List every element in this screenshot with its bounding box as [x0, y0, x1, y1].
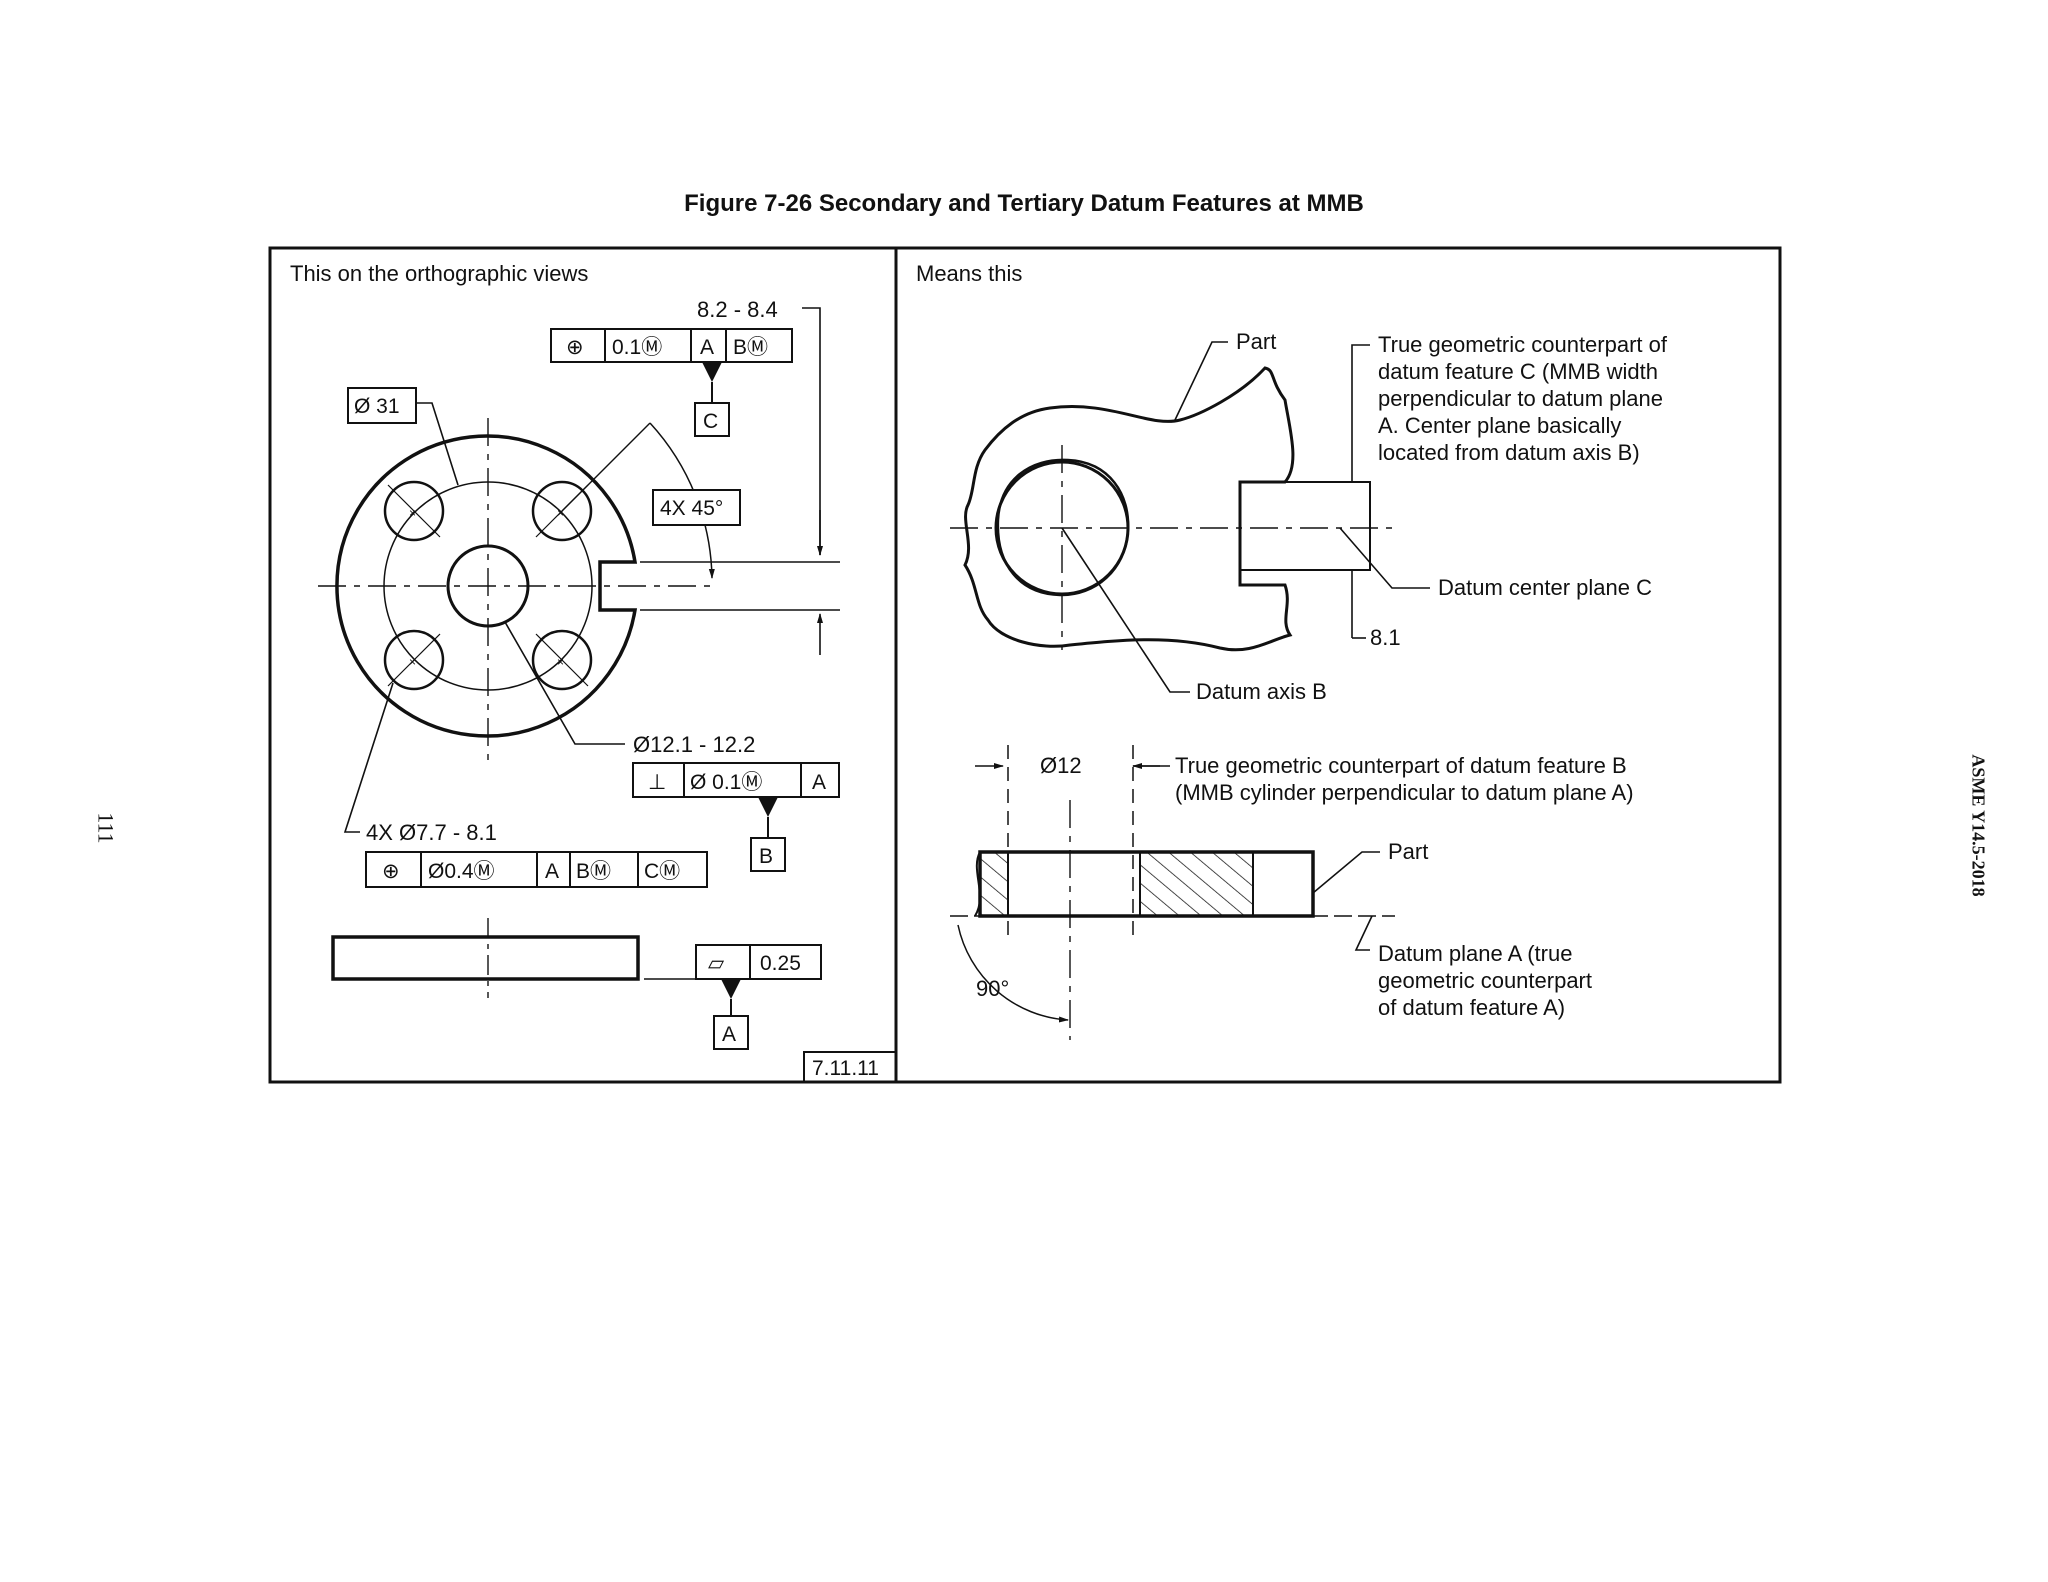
counterpart-c-line1: True geometric counterpart of: [1378, 332, 1668, 357]
fcf-top-datum-a: A: [700, 336, 714, 359]
plane-a-line3: of datum feature A): [1378, 995, 1565, 1020]
fcf-holes-datum-c: CⓂ: [644, 860, 680, 883]
counterpart-c-line3: perpendicular to datum plane: [1378, 386, 1663, 411]
counterpart-c-line2: datum feature C (MMB width: [1378, 359, 1658, 384]
outer-dia-label: Ø 31: [354, 395, 400, 418]
holes-dia-label: 4X Ø7.7 - 8.1: [366, 820, 497, 845]
datum-c-box: [694, 402, 730, 437]
right-panel: Means this Part True geometric counterpa…: [916, 261, 1668, 1040]
fcf-perp-symbol: ⊥: [648, 771, 666, 794]
plane-a-line2: geometric counterpart: [1378, 968, 1592, 993]
datum-c-label: C: [703, 410, 718, 433]
left-panel: This on the orthographic views ⊕ 0.1Ⓜ A …: [290, 261, 897, 1083]
svg-text:×: ×: [409, 506, 416, 520]
left-panel-heading: This on the orthographic views: [290, 261, 588, 286]
bore-dia-label: Ø12.1 - 12.2: [633, 732, 755, 757]
fcf-flatness: ▱ 0.25: [695, 944, 822, 980]
fcf-perp-tolerance: Ø 0.1Ⓜ: [690, 771, 762, 794]
fcf-position-top: ⊕ 0.1Ⓜ A BⓂ: [550, 328, 793, 363]
right-panel-heading: Means this: [916, 261, 1022, 286]
side-view-part: [331, 935, 640, 981]
fcf-holes-datum-a: A: [545, 860, 559, 883]
figure-frame: [268, 246, 1782, 1084]
counterpart-c-line4: A. Center plane basically: [1378, 413, 1621, 438]
part-label-top: Part: [1236, 329, 1276, 354]
fcf-top-tolerance: 0.1Ⓜ: [612, 336, 662, 359]
center-plane-c-label: Datum center plane C: [1438, 575, 1652, 600]
fcf-holes-datum-b: BⓂ: [576, 860, 611, 883]
fcf-holes-symbol: ⊕: [382, 860, 400, 883]
fcf-perpendicularity: ⊥ Ø 0.1Ⓜ A: [632, 762, 840, 798]
part-label-section: Part: [1388, 839, 1428, 864]
angle-label: 4X 45°: [660, 497, 723, 520]
plane-a-line1: Datum plane A (true: [1378, 941, 1572, 966]
fcf-top-symbol: ⊕: [566, 336, 584, 359]
axis-b-label: Datum axis B: [1196, 679, 1327, 704]
datum-c-counterpart: [1239, 481, 1371, 571]
dim-8-1: 8.1: [1370, 625, 1401, 650]
disc-outline: [335, 434, 638, 738]
counterpart-b-line2: (MMB cylinder perpendicular to datum pla…: [1175, 780, 1634, 805]
counterpart-c-line5: located from datum axis B): [1378, 440, 1640, 465]
datum-a-label: A: [722, 1023, 736, 1046]
slot-width-dim: 8.2 - 8.4: [697, 297, 778, 322]
datum-b-label: B: [759, 845, 773, 868]
fcf-flat-symbol: ▱: [708, 952, 725, 975]
reference-number: 7.11.11: [812, 1057, 879, 1080]
fcf-top-datum-b: BⓂ: [733, 336, 768, 359]
angle-90-label: 90°: [976, 976, 1009, 1001]
datum-b-box: [750, 837, 786, 872]
counterpart-b-line1: True geometric counterpart of datum feat…: [1175, 753, 1627, 778]
fcf-holes-tolerance: Ø0.4Ⓜ: [428, 860, 495, 883]
fcf-perp-datum: A: [812, 771, 826, 794]
figure-title: Figure 7-26 Secondary and Tertiary Datum…: [684, 190, 1364, 217]
part-outline-top: [963, 366, 1295, 652]
dia-12-label: Ø12: [1040, 753, 1082, 778]
svg-text:×: ×: [557, 655, 564, 669]
fcf-flat-tolerance: 0.25: [760, 952, 801, 975]
fcf-holes-position: ⊕ Ø0.4Ⓜ A BⓂ CⓂ: [365, 851, 708, 888]
datum-a-box: [713, 1015, 749, 1050]
